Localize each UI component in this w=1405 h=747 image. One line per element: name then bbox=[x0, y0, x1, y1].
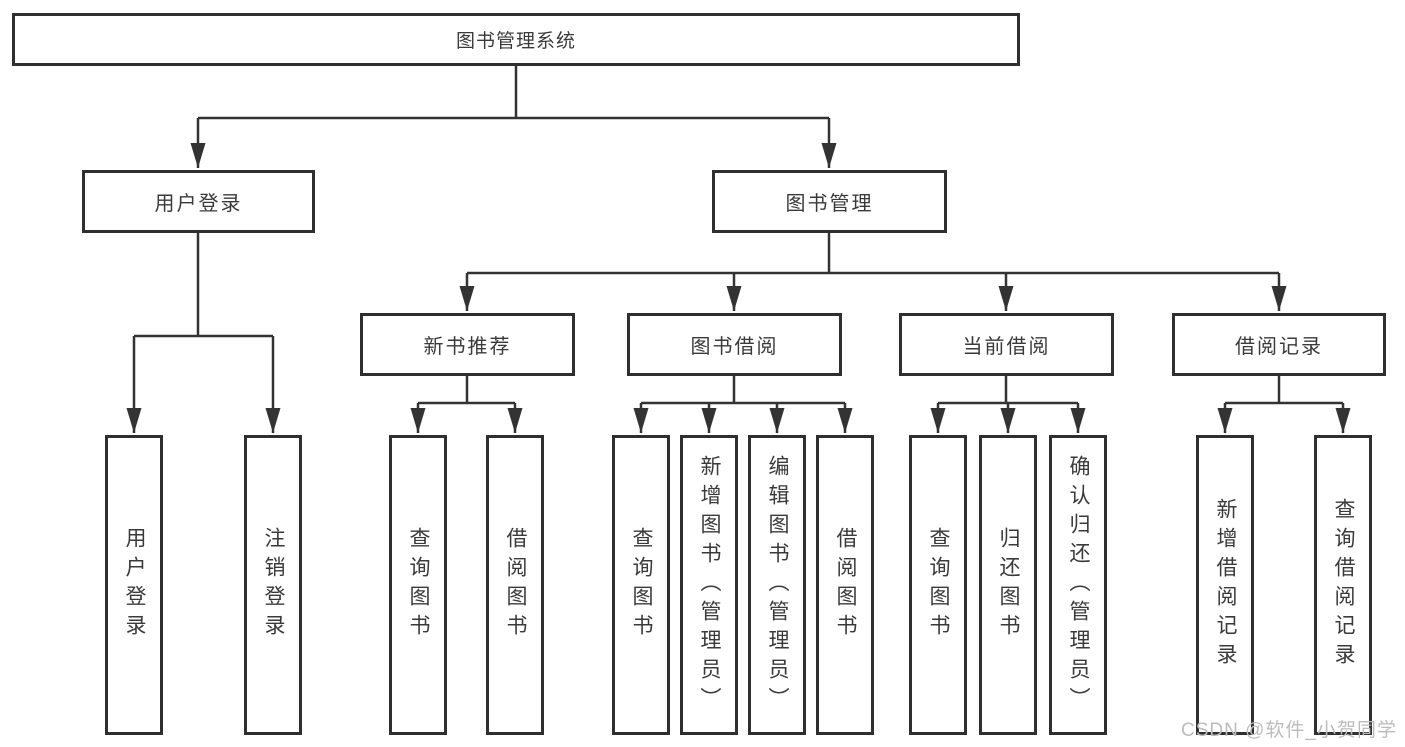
connector-book-management bbox=[467, 233, 1279, 275]
leaf-return-books: 归还图书 bbox=[979, 435, 1037, 735]
leaf-query-books-recommend: 查询图书 bbox=[389, 435, 447, 735]
connector-new-book bbox=[418, 376, 515, 405]
leaf-query-books-current: 查询图书 bbox=[909, 435, 967, 735]
node-book-management: 图书管理 bbox=[712, 170, 947, 233]
leaf-borrow-books-recommend: 借阅图书 bbox=[486, 435, 544, 735]
leaf-user-login: 用户登录 bbox=[105, 435, 163, 735]
leaf-query-books-borrow: 查询图书 bbox=[612, 435, 670, 735]
connector-current-borrow bbox=[938, 376, 1078, 405]
leaf-edit-books-admin: 编辑图书（管理员） bbox=[748, 435, 806, 735]
leaf-query-borrow-record: 查询借阅记录 bbox=[1314, 435, 1372, 735]
connector-root bbox=[198, 66, 829, 120]
connector-user-login bbox=[134, 233, 273, 338]
leaf-borrow-books: 借阅图书 bbox=[816, 435, 874, 735]
node-current-borrow: 当前借阅 bbox=[899, 313, 1114, 376]
node-borrow-records: 借阅记录 bbox=[1172, 313, 1386, 376]
leaf-confirm-return-admin: 确认归还（管理员） bbox=[1049, 435, 1107, 735]
leaf-add-books-admin: 新增图书（管理员） bbox=[680, 435, 738, 735]
node-user-login: 用户登录 bbox=[82, 170, 315, 233]
leaf-add-borrow-record: 新增借阅记录 bbox=[1196, 435, 1254, 735]
leaf-logout: 注销登录 bbox=[244, 435, 302, 735]
connector-book-borrow bbox=[641, 376, 845, 405]
node-new-book-recommend: 新书推荐 bbox=[360, 313, 575, 376]
connector-borrow-records bbox=[1225, 376, 1343, 405]
node-book-borrow: 图书借阅 bbox=[627, 313, 842, 376]
node-root-system: 图书管理系统 bbox=[12, 13, 1020, 66]
csdn-watermark: CSDN @软件_小贺同学 bbox=[1181, 720, 1397, 741]
